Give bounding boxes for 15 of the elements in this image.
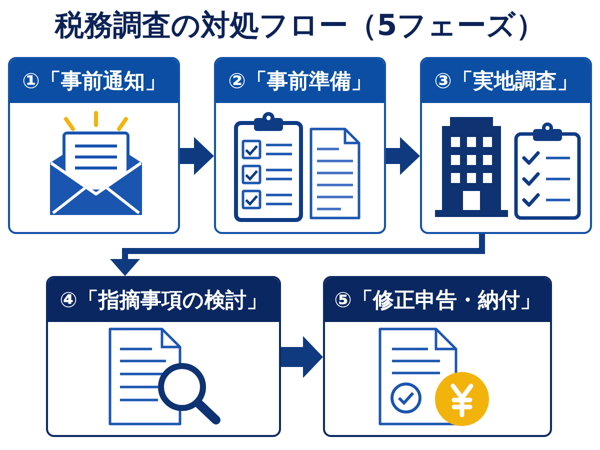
- phase-title-bar: ③「実地調査」: [422, 59, 590, 103]
- phase-title-bar: ①「事前通知」: [10, 59, 178, 103]
- phase-title-bar: ④「指摘事項の検討」: [48, 278, 279, 322]
- phase-card: [323, 276, 552, 437]
- phase-card: [8, 57, 180, 234]
- phase-title-bar: ⑤「修正申告・納付」: [325, 278, 550, 322]
- elbow-arrow: [110, 234, 485, 276]
- phase-card: [46, 276, 281, 437]
- arrow: [386, 137, 420, 175]
- phase-card: [214, 57, 386, 234]
- arrow: [180, 137, 214, 175]
- phase-card: [420, 57, 592, 234]
- diagram-title: 税務調査の対処フロー（5フェーズ）: [54, 7, 546, 44]
- phase-title-bar: ②「事前準備」: [216, 59, 384, 103]
- arrow: [281, 336, 323, 378]
